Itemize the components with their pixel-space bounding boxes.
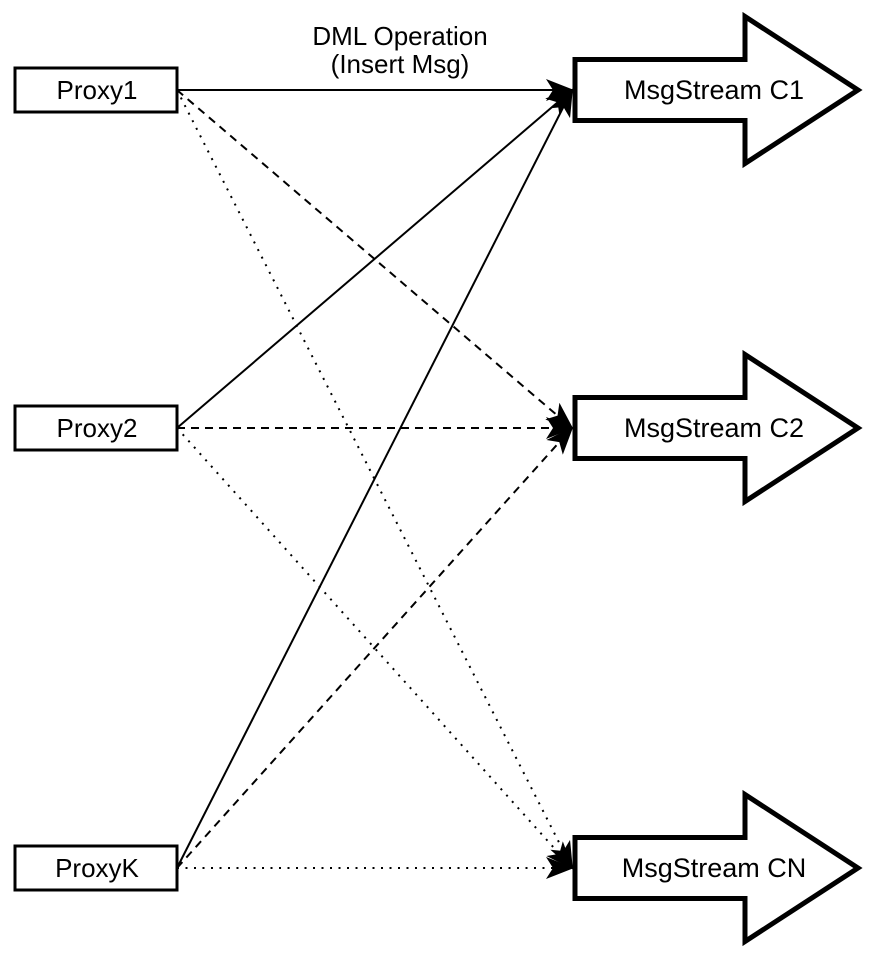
edge-label: DML Operation (Insert Msg) <box>312 21 487 79</box>
connection-lines <box>176 79 574 879</box>
msgstream-c2-arrow-shape <box>572 349 863 507</box>
msgstream-cn-label: MsgStream CN <box>622 853 807 883</box>
proxyk-box <box>13 844 179 892</box>
msgstream-cn-arrow-shape <box>572 789 863 947</box>
proxy-node-proxyk: ProxyK <box>13 844 179 892</box>
connection-proxy1-cn-line <box>176 89 573 870</box>
stream-node-cn: MsgStream CN <box>572 789 863 947</box>
stream-node-c2: MsgStream C2 <box>572 349 863 507</box>
edge-label-line1: DML Operation <box>312 21 487 51</box>
proxy-node-proxy1: Proxy1 <box>13 66 179 114</box>
connection-proxyk-c1-line <box>176 88 573 869</box>
proxy2-label: Proxy2 <box>57 413 138 443</box>
proxyk-label: ProxyK <box>55 853 139 883</box>
proxy2-box <box>13 404 179 452</box>
msgstream-c2-label: MsgStream C2 <box>624 413 804 443</box>
edge-label-line2: (Insert Msg) <box>331 49 470 79</box>
connection-proxyk-c2-line <box>176 426 574 869</box>
msgstream-c1-label: MsgStream C1 <box>624 75 804 105</box>
proxy-node-proxy2: Proxy2 <box>13 404 179 452</box>
connection-proxy1-c2-line <box>176 89 574 430</box>
msgstream-c1-arrow-shape <box>572 11 863 169</box>
stream-node-c1: MsgStream C1 <box>572 11 863 169</box>
proxy1-box <box>13 66 179 114</box>
proxy1-label: Proxy1 <box>57 75 138 105</box>
